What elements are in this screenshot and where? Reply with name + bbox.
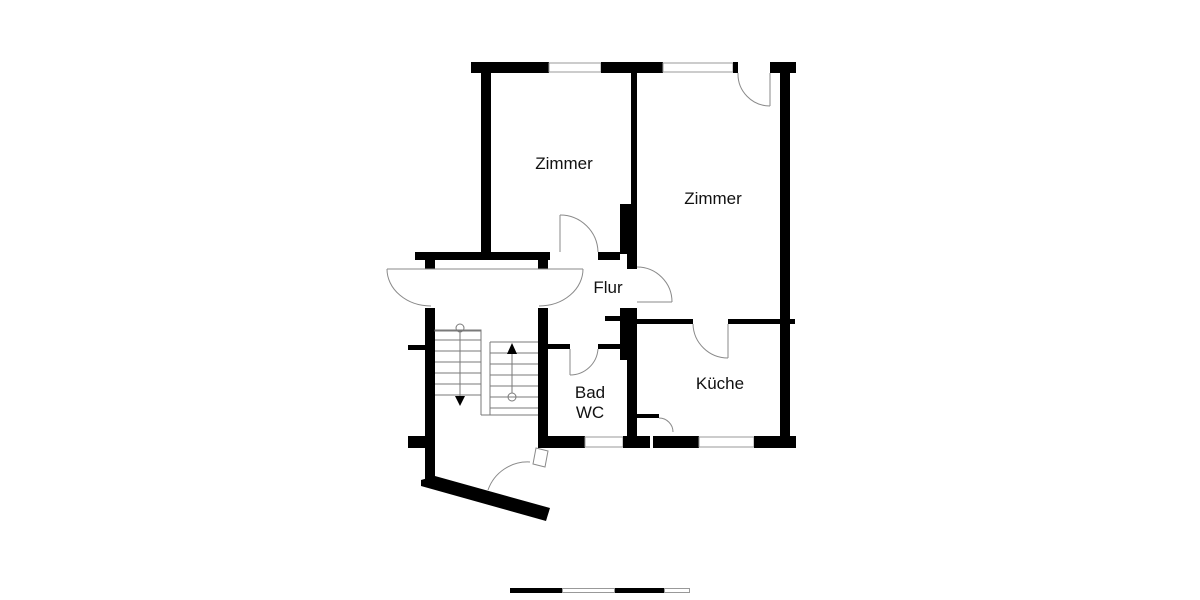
room-label-flur: Flur xyxy=(593,278,623,297)
scale-bar xyxy=(510,588,690,593)
scale-bar-segment xyxy=(562,588,615,593)
scale-bar-segment xyxy=(510,588,562,593)
wall xyxy=(481,62,491,254)
room-label-zimmer-1: Zimmer xyxy=(535,154,593,173)
scale-bar-segment xyxy=(664,588,690,593)
entrance-door-arc xyxy=(487,461,531,491)
room-label-bad-wc: Bad WC xyxy=(574,383,606,422)
staircase xyxy=(434,323,538,416)
room-label-kueche: Küche xyxy=(695,374,745,393)
entrance-wall xyxy=(421,476,550,521)
scale-bar-segment xyxy=(615,588,664,593)
room-label-zimmer-2: Zimmer xyxy=(684,189,742,208)
stair-door-arc xyxy=(386,268,432,307)
door-arc-top-right xyxy=(737,72,771,107)
